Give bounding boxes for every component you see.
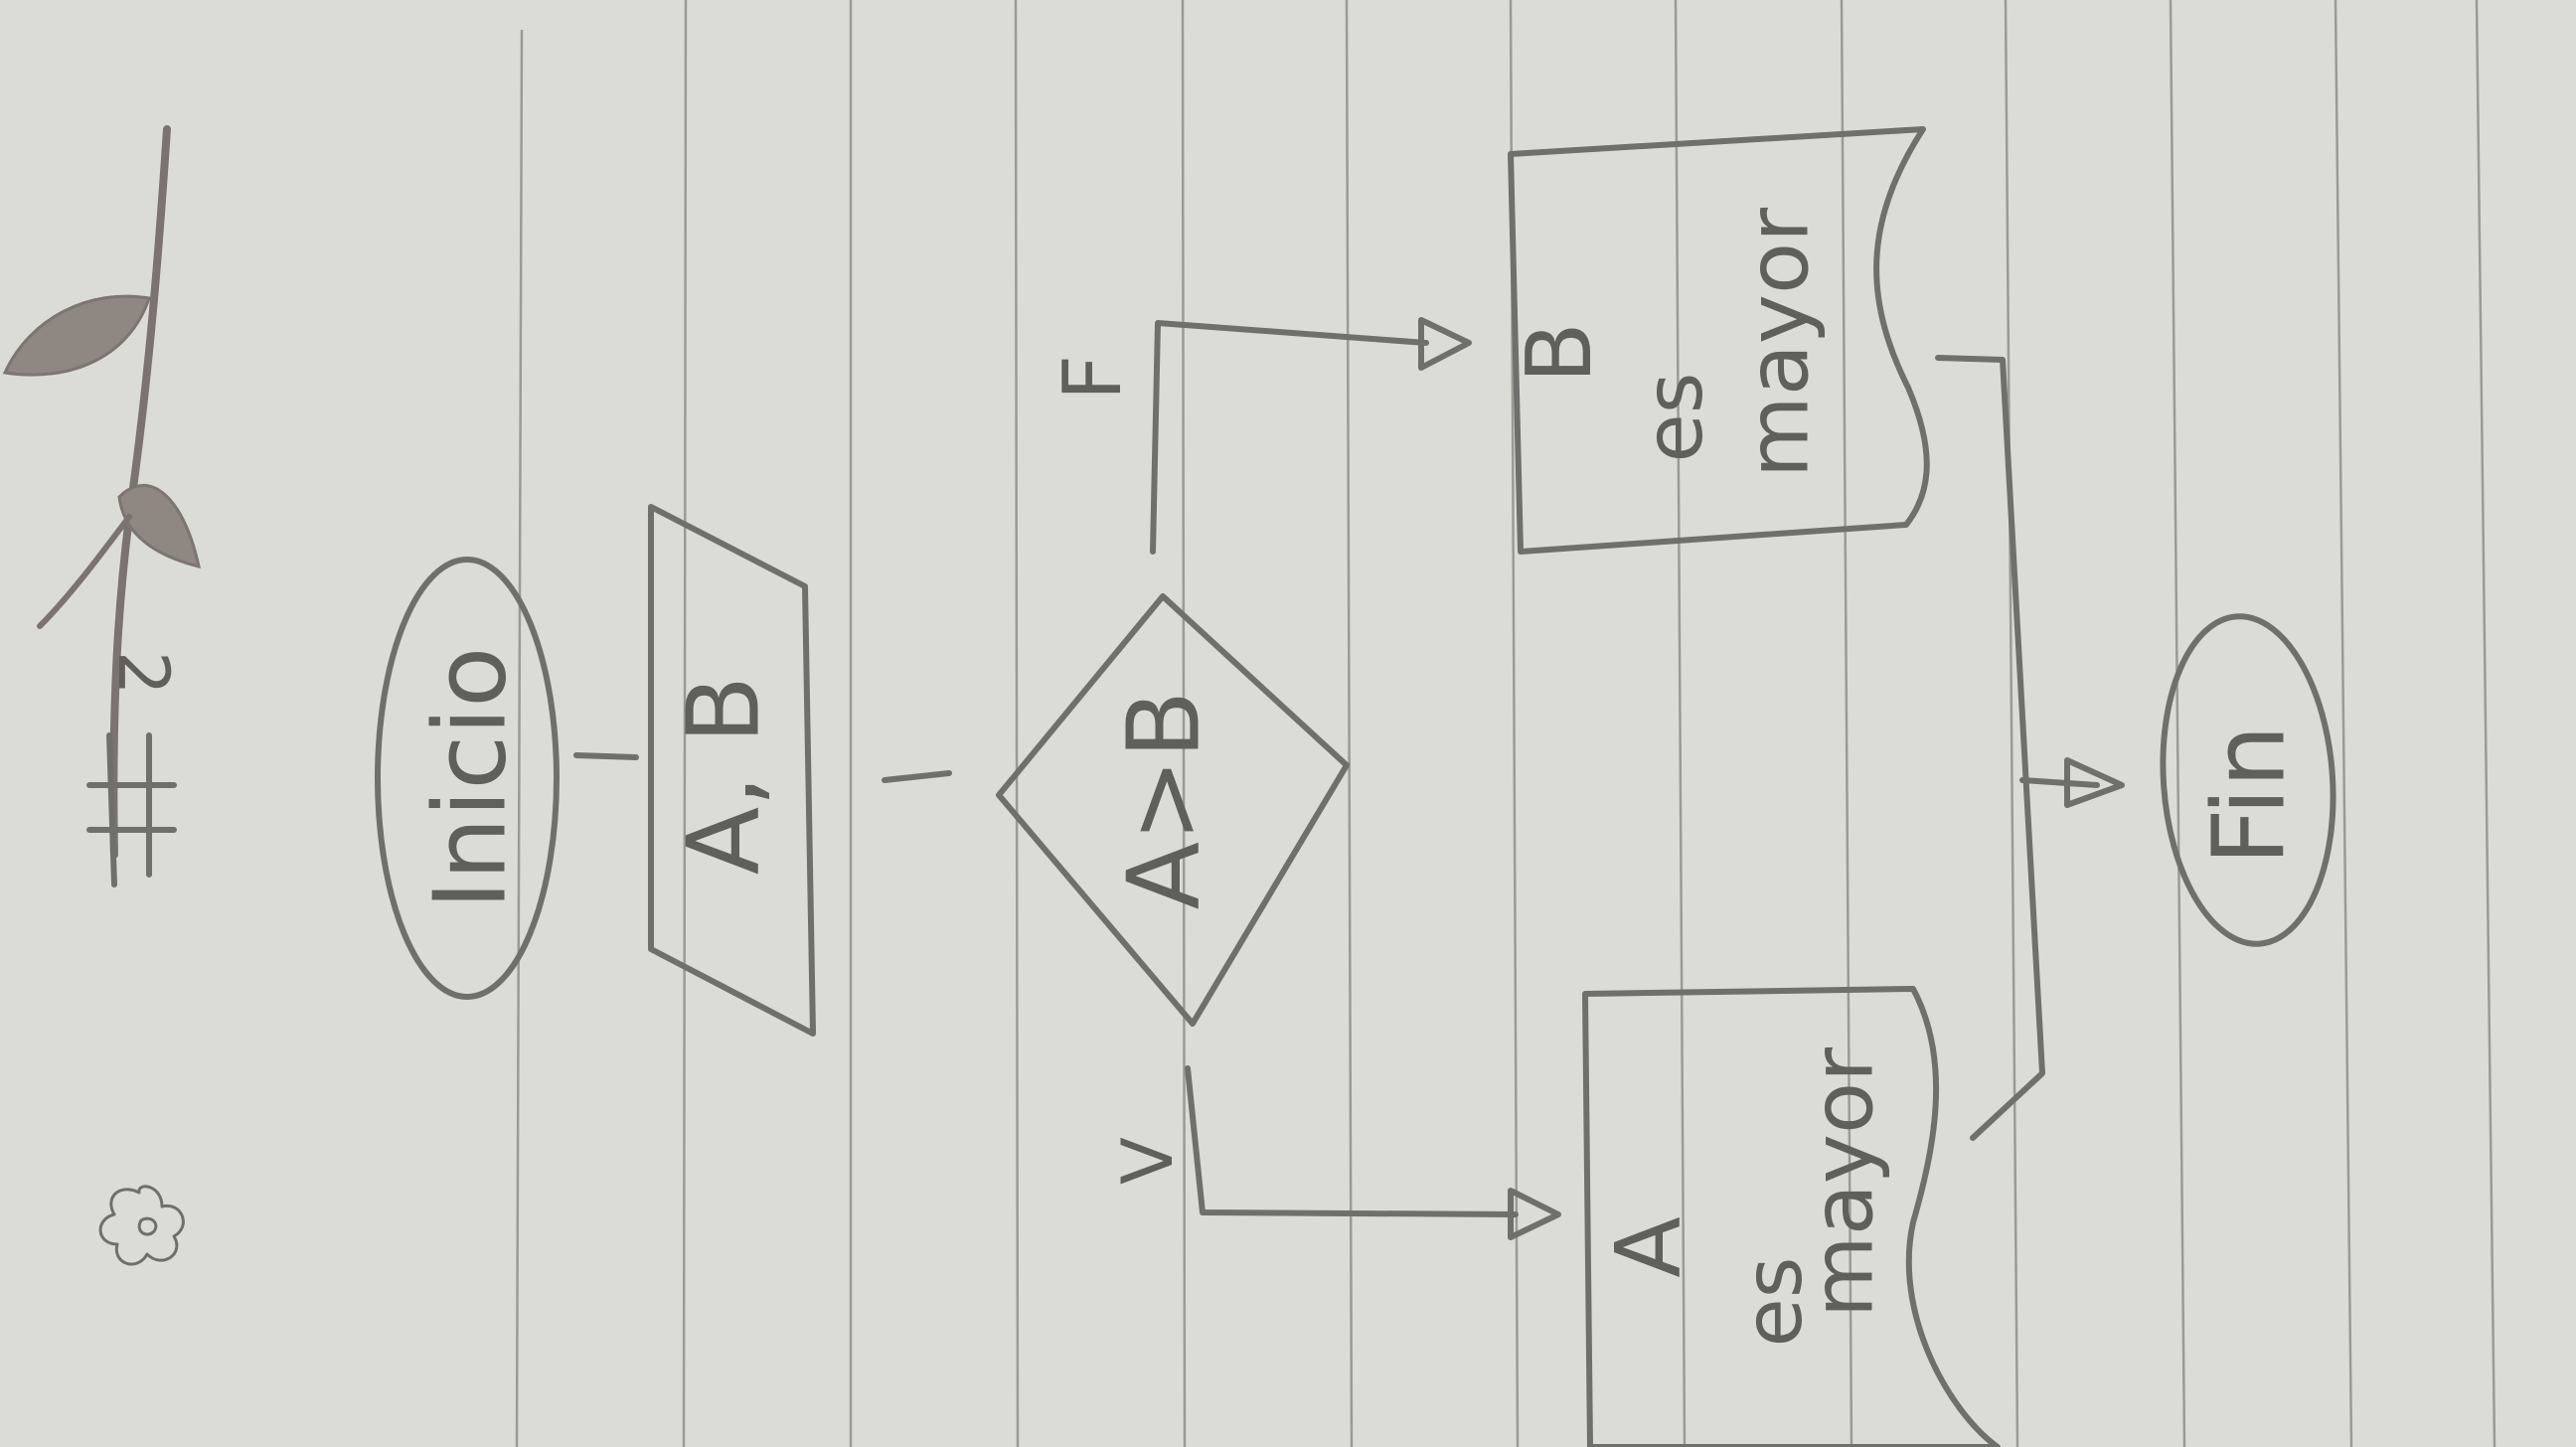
output-b-line3: mayor: [1729, 208, 1828, 478]
page-number: 2: [102, 651, 184, 696]
input-label: A, B: [665, 676, 781, 876]
true-branch: V: [1107, 1068, 1558, 1237]
output-document-a: A es mayor: [1585, 989, 1998, 1447]
decision-diamond: A>B: [999, 596, 1347, 1024]
leaf-branch-decoration: [5, 129, 199, 855]
true-label: V: [1107, 1137, 1189, 1185]
end-terminator: Fin: [2153, 610, 2344, 949]
start-terminator: Inicio: [378, 560, 557, 997]
leaf-icon: [5, 296, 149, 375]
output-a-line1: A: [1597, 1216, 1701, 1278]
end-label: Fin: [2190, 724, 2307, 865]
false-branch: F: [1046, 320, 1469, 552]
output-a-line3: mayor: [1794, 1047, 1892, 1318]
decision-label: A>B: [1105, 691, 1221, 910]
false-label: F: [1046, 355, 1139, 401]
output-b-line2: es: [1628, 373, 1720, 463]
output-document-b: B es mayor: [1508, 129, 1927, 552]
start-label: Inicio: [411, 647, 528, 910]
output-b-line1: B: [1508, 322, 1612, 384]
input-parallelogram: A, B: [651, 507, 813, 1034]
merge-connector: [1938, 358, 2122, 1138]
flower-doodle-icon: [100, 1187, 183, 1264]
leaf-icon: [119, 485, 199, 566]
page-number-mark: 2: [89, 651, 184, 884]
